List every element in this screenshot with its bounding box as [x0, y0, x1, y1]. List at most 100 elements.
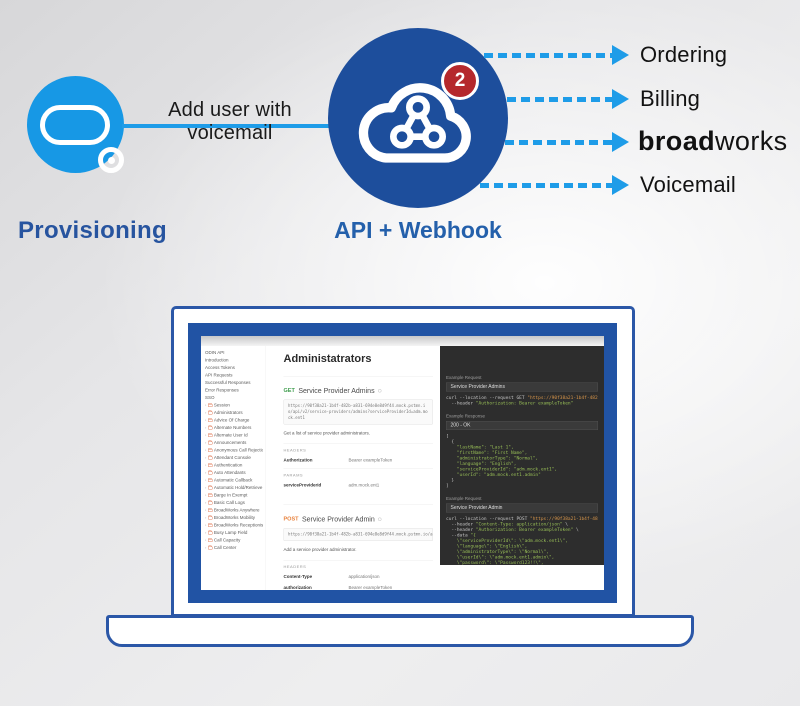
sidebar-folder-item[interactable]: › Alternate Numbers [205, 424, 263, 432]
endpoint-url: https://90f38a21-1b4f-482b-a831-694e8e8d… [283, 528, 433, 541]
sidebar-folder-item[interactable]: › Advice Of Charge [205, 417, 263, 425]
example-label: Example Request [446, 496, 482, 501]
header-row: Content-Type application/json [284, 574, 434, 579]
caret-icon: › [205, 530, 207, 536]
arrow-line-ordering [484, 53, 612, 58]
sidebar-folder-item[interactable]: › BroadWorks Anywhere [205, 507, 263, 515]
example-request-get-block: Example Request Service Provider Admins … [446, 375, 598, 407]
sidebar-folder-item[interactable]: › Barge In Exempt [205, 492, 263, 500]
sidebar-item[interactable]: API Requests [205, 372, 233, 378]
sidebar-folder-item[interactable]: › Automatic Callback [205, 477, 263, 485]
sidebar-item[interactable]: Introduction [205, 357, 229, 363]
sidebar-folder-item[interactable]: › Busy Lamp Field [205, 529, 263, 537]
caret-icon: › [205, 448, 207, 453]
method-badge-post: POST [283, 516, 299, 522]
connector-line [122, 124, 330, 128]
sidebar-folder-item[interactable]: › Call Capacity [205, 537, 263, 545]
sidebar-folder-label: Barge In Exempt [213, 492, 248, 498]
sidebar-folder-item[interactable]: › Attendant Console [205, 454, 263, 462]
sidebar-item[interactable]: ODIN API [205, 350, 225, 355]
caret-icon: › [205, 403, 207, 408]
browser-top-band [201, 336, 604, 346]
endpoint-name: Service Provider Admin [301, 515, 375, 523]
example-bar[interactable]: Service Provider Admin [446, 503, 598, 513]
caret-icon: › [205, 508, 207, 513]
sidebar-folder-item[interactable]: › Alternate User Id [205, 432, 263, 440]
sidebar-folder-item[interactable]: › Call Center [205, 544, 263, 552]
sidebar-folder-label: Call Center [213, 545, 237, 550]
folder-icon [207, 515, 213, 520]
caret-icon: › [205, 440, 207, 446]
example-bar[interactable]: Service Provider Admins [446, 382, 598, 392]
caret-icon: › [205, 500, 207, 506]
example-bar[interactable]: 200 - OK [446, 421, 598, 430]
arrow-head-ordering [612, 45, 629, 65]
sidebar-folder-label: Attendant Console [213, 455, 251, 460]
caret-icon: › [205, 433, 207, 438]
endpoint-post-section[interactable]: POST Service Provider Admin https://90f3… [283, 504, 434, 590]
sidebar-folder-item[interactable]: › Anonymous Call Rejection [205, 447, 263, 455]
folder-icon [207, 410, 213, 415]
header-value: application/json [348, 574, 380, 579]
folder-icon [207, 455, 213, 460]
sidebar-folder-item[interactable]: › Basic Call Logs [205, 499, 263, 507]
sidebar-folder-item[interactable]: › BroadWorks Receptionist Sm... [205, 522, 263, 530]
sidebar-folder-label: Alternate User Id [213, 432, 248, 438]
sidebar-item[interactable]: Access Tokens [205, 365, 235, 370]
folder-icon [207, 507, 213, 512]
sidebar-folder-label: Busy Lamp Field [213, 530, 248, 535]
caret-icon: › [205, 410, 207, 416]
header-row: Authorization Bearer exampleToken [284, 458, 434, 463]
folder-icon [207, 447, 213, 452]
endpoint-description: Get a list of service provider administr… [283, 430, 371, 436]
sidebar-folder-item[interactable]: › Announcements [205, 439, 263, 447]
arrow-line-voicemail [480, 183, 612, 188]
target-label-voicemail: Voicemail [640, 172, 736, 197]
sidebar-folder-label: BroadWorks Anywhere [213, 507, 260, 513]
sidebar-item[interactable]: Successful Responses [205, 380, 251, 385]
caret-icon: › [205, 538, 207, 543]
target-label-ordering: Ordering [640, 42, 728, 67]
endpoint-name: Service Provider Admins [298, 386, 375, 395]
target-label-broadworks: broadworks [638, 126, 788, 157]
connector-label: Add user with voicemail [168, 99, 292, 144]
sidebar-folder-label: Anonymous Call Rejection [213, 447, 263, 453]
sidebar-folder-label: Basic Call Logs [213, 500, 245, 505]
sidebar-folder-item[interactable]: › Automatic Hold/Retrieve [205, 484, 263, 492]
api-webhook-label: API + Webhook [334, 217, 502, 243]
sidebar-folder-label: Session [213, 402, 230, 408]
sidebar-folder-item[interactable]: › Session [205, 402, 263, 410]
endpoint-info-icon [378, 388, 382, 393]
sidebar-folder-label: Alternate Numbers [213, 425, 252, 430]
params-label: PARAMS [283, 468, 433, 478]
sidebar-folder-item[interactable]: › Auto Attendants [205, 469, 263, 477]
broadworks-light: works [715, 126, 788, 156]
toggle-icon [40, 105, 124, 173]
docs-main: Administatrators GET Service Provider Ad… [265, 346, 440, 590]
caret-icon: › [205, 523, 207, 528]
sidebar-folder-item[interactable]: › BroadWorks Mobility [205, 514, 263, 522]
sidebar-folder-item[interactable]: › Authentication [205, 462, 263, 470]
sidebar-folder-label: BroadWorks Receptionist Sm... [213, 522, 263, 528]
api-webhook-circle: 2 [328, 28, 508, 208]
endpoint-get-section[interactable]: GET Service Provider Admins https://90f3… [283, 376, 434, 488]
sidebar-item[interactable]: SSO [205, 395, 215, 400]
broadworks-bold: broad [638, 126, 716, 156]
folder-icon [207, 417, 213, 422]
sidebar-folder-item[interactable]: › Administrators [205, 409, 263, 417]
caret-icon: › [205, 463, 207, 468]
arrow-head-voicemail [612, 175, 629, 195]
folder-icon [207, 440, 213, 445]
sidebar-item[interactable]: Error Responses [205, 387, 239, 393]
caret-icon: › [205, 515, 207, 521]
headers-label: HEADERS [283, 443, 433, 453]
arrow-line-broadworks [505, 140, 612, 145]
arrow-line-billing [507, 97, 612, 102]
folder-icon [207, 522, 213, 527]
caret-icon: › [205, 470, 207, 476]
caret-icon: › [205, 418, 207, 423]
param-row: serviceProviderId adm.mock.ent1 [284, 483, 434, 488]
header-row: authorization Bearer exampleToken [284, 585, 434, 590]
header-key: Authorization [283, 457, 313, 463]
sidebar-folder-label: Announcements [213, 440, 247, 445]
